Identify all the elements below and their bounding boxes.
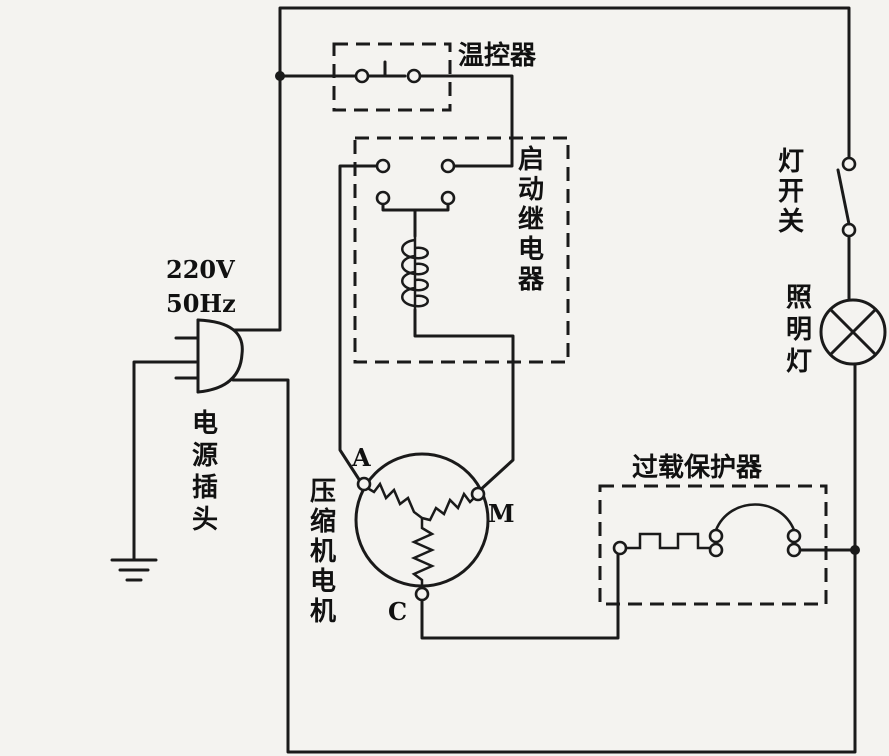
relay-terminal [440, 158, 456, 174]
relay-terminal [440, 190, 456, 206]
switch-lever [836, 168, 851, 226]
voltage-label: 220V [166, 255, 235, 284]
wire-main-live [231, 6, 851, 332]
compressor-motor [354, 452, 490, 602]
wire-coil-bottom [413, 308, 515, 494]
relay-coil-icon [401, 236, 429, 310]
thermostat-label: 温控器 [458, 41, 537, 71]
start-relay-label: 启动继电器 [517, 144, 545, 295]
power-plug [174, 318, 244, 394]
start-relay [353, 136, 570, 364]
terminal-a-label: A [351, 443, 371, 472]
overload-protector-box [598, 484, 828, 606]
junction-dot [850, 545, 860, 555]
wire-ground [132, 360, 198, 562]
lighting-lamp-label: 照明灯 [786, 283, 812, 377]
wire-relay-to-a [338, 164, 385, 486]
relay-terminal [375, 190, 391, 206]
terminal-c-label: C [388, 597, 407, 626]
junction-dot [275, 71, 285, 81]
winding-c [410, 518, 436, 590]
thermostat [332, 42, 452, 112]
wire-thermostat-out [412, 74, 514, 168]
lamp-switch-label: 灯开关 [778, 147, 804, 237]
start-relay-box [353, 136, 570, 364]
lamp-icon [819, 298, 887, 366]
lamp-switch [836, 156, 857, 238]
terminal-a [356, 476, 372, 492]
wire-relay-bridge [381, 198, 450, 212]
wire-c-protector [420, 548, 620, 640]
bimetal-strip [626, 532, 712, 550]
winding-m [421, 491, 479, 522]
wiring [132, 6, 857, 754]
terminal-c [414, 586, 430, 602]
compressor-motor-label: 压缩机电机 [310, 477, 336, 627]
thermostat-box [332, 42, 452, 112]
wire-main-neutral [231, 360, 857, 754]
overload-protector-label: 过载保护器 [632, 453, 763, 483]
terminal-m-label: M [488, 499, 515, 528]
relay-terminal [375, 158, 391, 174]
overload-protector [598, 484, 828, 606]
ground-symbol [110, 558, 158, 582]
winding-a [363, 481, 423, 519]
frequency-label: 50Hz [166, 289, 236, 318]
heater-arc [714, 503, 796, 531]
terminal-m [470, 486, 486, 502]
power-plug-label: 电源插头 [192, 409, 218, 535]
